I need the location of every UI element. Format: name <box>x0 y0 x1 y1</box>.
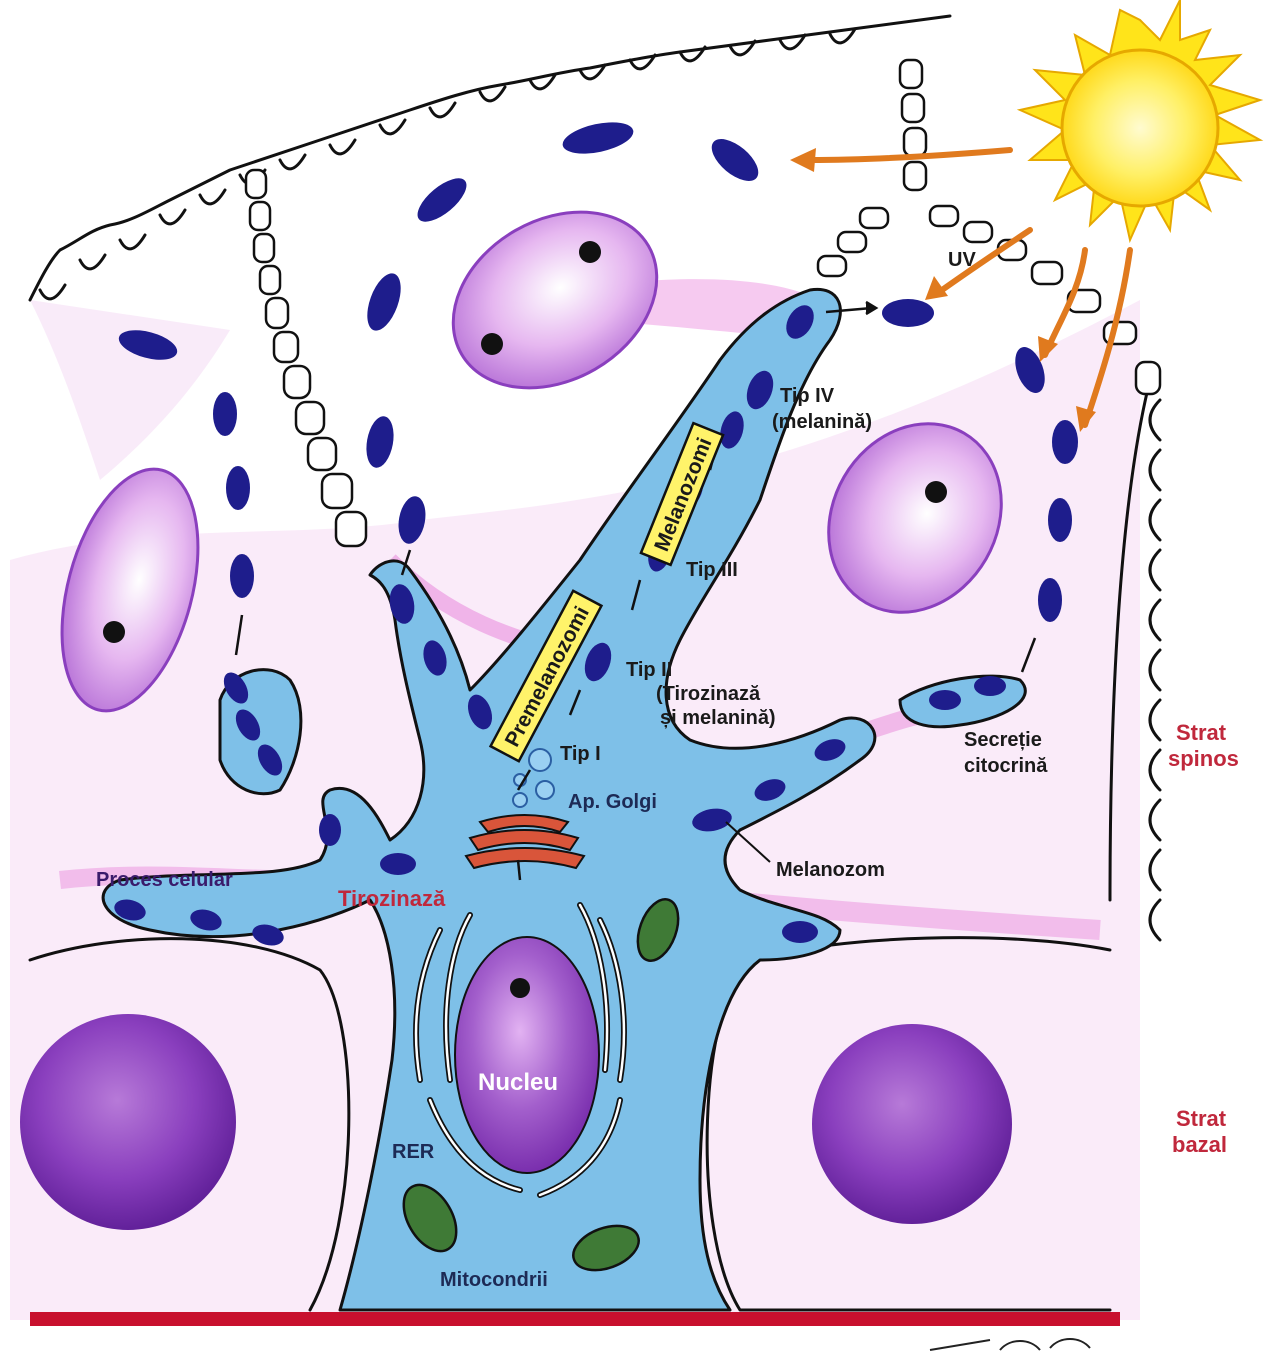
tirozinaza-label: Tirozinază <box>338 886 446 911</box>
uv-label: UV <box>948 249 976 271</box>
tip4-note: (melanină) <box>772 411 872 433</box>
secretie-label-1: Secreție <box>964 729 1042 751</box>
golgi-label: Ap. Golgi <box>568 791 657 813</box>
tip2-label: Tip II <box>626 659 672 681</box>
junction-chain-left <box>246 170 366 546</box>
secretie-label-2: citocrină <box>964 755 1048 777</box>
golgi-apparatus <box>466 815 584 868</box>
melanocyte-nucleus <box>455 937 599 1173</box>
strat-bazal-label-1: Strat <box>1176 1106 1227 1131</box>
nucleu-label: Nucleu <box>478 1069 558 1096</box>
basement-membrane <box>30 1312 1120 1326</box>
tip2-note-2: și melanină) <box>660 707 776 729</box>
strat-spinos-label-1: Strat <box>1176 720 1227 745</box>
keratinocyte-spinous-top <box>421 177 688 424</box>
tip2-note-1: (Tirozinază <box>656 683 761 705</box>
artist-signature <box>930 1339 1090 1350</box>
melanozom-label: Melanozom <box>776 859 885 881</box>
tip3-label: Tip III <box>686 559 738 581</box>
mitocondrii-label: Mitocondrii <box>440 1269 548 1291</box>
strat-spinos-label-2: spinos <box>1168 746 1239 771</box>
strat-bazal-label-2: bazal <box>1172 1132 1227 1157</box>
tip4-label: Tip IV <box>780 385 835 407</box>
rer-label: RER <box>392 1141 435 1163</box>
tip1-label: Tip I <box>560 743 601 765</box>
proces-celular-label: Proces celular <box>96 869 233 891</box>
sun-icon <box>1020 0 1260 240</box>
